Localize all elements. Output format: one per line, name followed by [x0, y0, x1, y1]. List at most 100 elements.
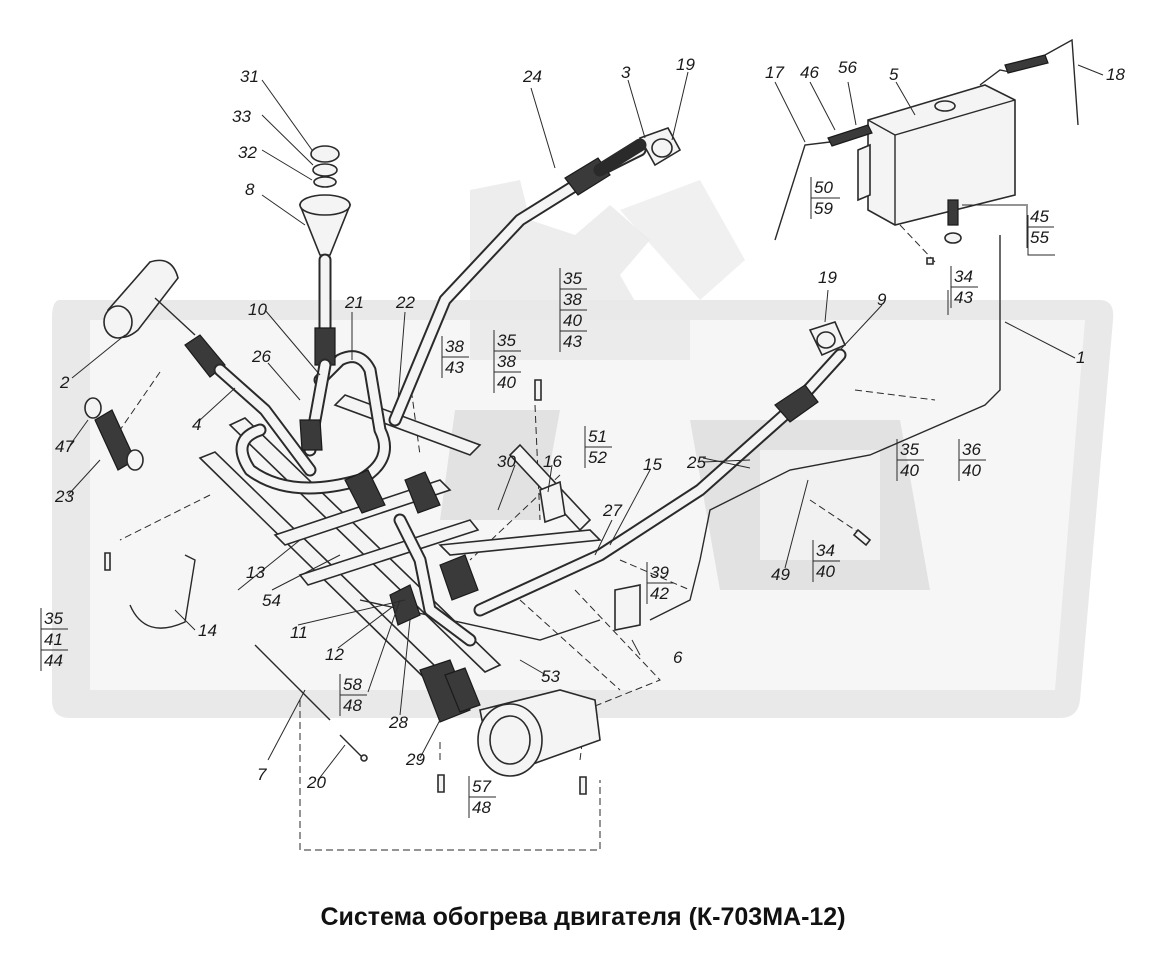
vent-pipes-17-18 — [774, 38, 1079, 241]
label-20: 20 — [306, 773, 326, 792]
stack-label-43: 43 — [954, 288, 973, 307]
label-11: 11 — [290, 623, 308, 642]
stack-label-55: 55 — [1030, 228, 1049, 247]
label-19a: 19 — [676, 55, 695, 74]
stack-label-43: 43 — [563, 332, 582, 351]
label-22: 22 — [395, 293, 415, 312]
stack-label-38: 38 — [445, 337, 464, 356]
stack-label-48: 48 — [343, 696, 362, 715]
label-31: 31 — [240, 67, 259, 86]
label-12: 12 — [325, 645, 344, 664]
stack-label-35: 35 — [563, 269, 582, 288]
stack-label-40: 40 — [962, 461, 981, 480]
stack-label-41: 41 — [44, 630, 63, 649]
pump-parts — [344, 469, 641, 647]
stack-label-57: 57 — [472, 777, 491, 796]
stack-label-52: 52 — [588, 448, 607, 467]
label-18: 18 — [1106, 65, 1125, 84]
pipe-part-1 — [649, 235, 1001, 621]
stack-label-42: 42 — [650, 584, 669, 603]
label-10: 10 — [248, 300, 267, 319]
stack-label-59: 59 — [814, 199, 833, 218]
stack-label-58: 58 — [343, 675, 362, 694]
leader-lines — [67, 64, 1104, 781]
label-33: 33 — [232, 107, 251, 126]
heater-29 — [419, 659, 601, 777]
label-49: 49 — [771, 565, 790, 584]
label-2: 2 — [59, 373, 70, 392]
hose-part-4 — [184, 334, 317, 477]
stack-label-38: 38 — [497, 352, 516, 371]
label-23: 23 — [54, 487, 74, 506]
label-7: 7 — [257, 765, 267, 784]
pipe-part-3 — [593, 138, 647, 177]
stack-label-38: 38 — [563, 290, 582, 309]
stack-label-45: 45 — [1030, 207, 1049, 226]
label-4: 4 — [192, 415, 201, 434]
stack-label-40: 40 — [563, 311, 582, 330]
stack-label-51: 51 — [588, 427, 607, 446]
stack-label-43: 43 — [445, 358, 464, 377]
label-46: 46 — [800, 63, 819, 82]
hose-part-23 — [84, 397, 144, 471]
label-19b: 19 — [818, 268, 837, 287]
label-14: 14 — [198, 621, 217, 640]
label-13: 13 — [246, 563, 265, 582]
pipe-part-9 — [473, 321, 847, 617]
stack-label-35: 35 — [44, 609, 63, 628]
filler-funnel-8 — [298, 145, 352, 457]
label-53: 53 — [541, 667, 560, 686]
strap-parts — [129, 554, 368, 762]
label-24: 24 — [522, 67, 542, 86]
label-16: 16 — [543, 452, 562, 471]
label-56: 56 — [838, 58, 857, 77]
label-29: 29 — [405, 750, 425, 769]
stack-label-36: 36 — [962, 440, 981, 459]
pipe-part-2 — [103, 259, 196, 339]
label-1: 1 — [1076, 348, 1085, 367]
label-6: 6 — [673, 648, 683, 667]
stack-s35_38_40_43: 35 38 40 43 — [559, 268, 587, 352]
stack-label-40: 40 — [497, 373, 516, 392]
label-5: 5 — [889, 65, 899, 84]
label-9: 9 — [877, 290, 887, 309]
label-28: 28 — [388, 713, 408, 732]
stack-label-39: 39 — [650, 563, 669, 582]
stack-s35_38_40: 35 38 40 — [493, 330, 521, 393]
label-21: 21 — [344, 293, 364, 312]
stack-label-48: 48 — [472, 798, 491, 817]
label-15: 15 — [643, 455, 662, 474]
stack-label-35: 35 — [900, 440, 919, 459]
label-27: 27 — [602, 501, 622, 520]
stack-label-40: 40 — [900, 461, 919, 480]
label-47: 47 — [55, 437, 74, 456]
label-30: 30 — [497, 452, 516, 471]
label-32: 32 — [238, 143, 257, 162]
part-labels: 31 33 32 8 2 4 47 23 10 26 21 22 24 3 19… — [54, 55, 1125, 792]
label-26: 26 — [251, 347, 271, 366]
label-25: 25 — [686, 453, 706, 472]
expansion-tank-5 — [857, 84, 1016, 244]
stack-label-35: 35 — [497, 331, 516, 350]
label-54: 54 — [262, 591, 281, 610]
stack-label-34: 34 — [816, 541, 835, 560]
stack-label-40: 40 — [816, 562, 835, 581]
label-17: 17 — [765, 63, 784, 82]
stack-label-34: 34 — [954, 267, 973, 286]
stack-label-50: 50 — [814, 178, 833, 197]
